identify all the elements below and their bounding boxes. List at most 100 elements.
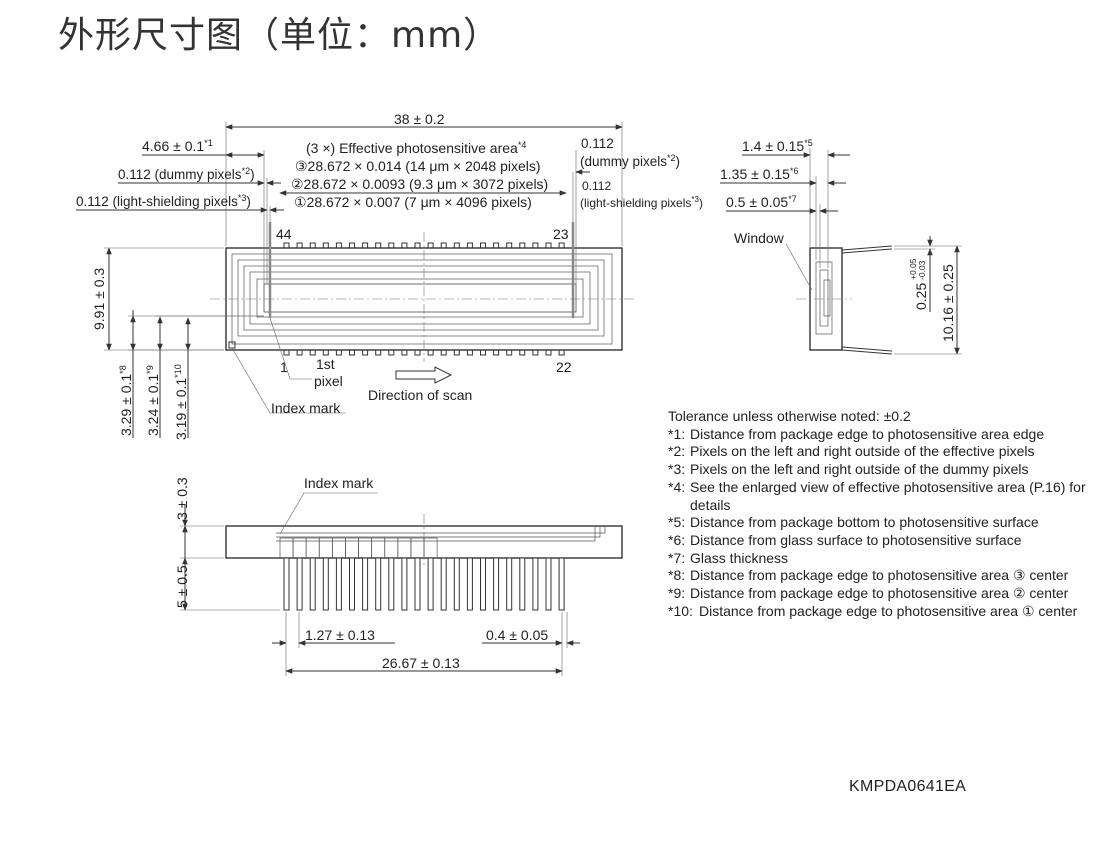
note-text: Pixels on the left and right outside of … — [690, 461, 1029, 478]
bottom-pin — [362, 349, 369, 356]
top-pin — [296, 242, 303, 249]
notes-list: Tolerance unless otherwise noted: ±0.2*1… — [668, 408, 1098, 620]
bottom-to-surface-label: 1.4 ± 0.15*5 — [742, 138, 813, 154]
bottom-pin — [309, 349, 316, 356]
scan-direction-arrow — [395, 366, 453, 384]
note-key: *5: — [668, 514, 686, 531]
glass-to-surface-label: 1.35 ± 0.15*6 — [720, 166, 798, 182]
note-text: Tolerance unless otherwise noted: ±0.2 — [668, 408, 911, 424]
side-view: 1.4 ± 0.15*5 1.35 ± 0.15*6 0.5 ± 0.05*7 … — [720, 138, 962, 355]
bottom-pin — [466, 349, 473, 356]
side-glass — [819, 269, 829, 327]
note-text: Pixels on the left and right outside of … — [690, 443, 1035, 460]
note-text: Distance from package edge to photosensi… — [690, 585, 1069, 602]
scan-direction-label: Direction of scan — [368, 387, 472, 403]
top-pin — [427, 242, 434, 249]
top-pin — [480, 242, 486, 249]
dummy-left-label: 0.112 (dummy pixels*2) — [118, 166, 255, 182]
note-key: *10: — [668, 602, 693, 619]
center-3-label: 3.29 ± 0.1*8 — [118, 365, 134, 436]
bottom-leads — [279, 537, 565, 611]
body-height-label: 3 ± 0.3 — [174, 477, 190, 520]
lead — [388, 557, 395, 611]
note-item: *1:Distance from package edge to photose… — [668, 426, 1098, 444]
shield-right-value: 0.112 — [582, 179, 611, 193]
note-key: *4: — [668, 478, 686, 495]
bottom-pin — [506, 349, 513, 356]
package-frame-4 — [249, 271, 591, 325]
bottom-pin — [427, 349, 434, 356]
note-key: *7: — [668, 549, 686, 566]
top-pin — [506, 242, 513, 249]
top-pins — [283, 242, 565, 249]
note-item: *2:Pixels on the left and right outside … — [668, 443, 1098, 461]
pin-44-label: 44 — [276, 226, 292, 242]
pin-22-label: 22 — [556, 359, 572, 375]
bottom-pin — [335, 349, 342, 356]
lead — [440, 557, 447, 611]
page-title: 外形尺寸图（单位：mm） — [58, 15, 501, 56]
note-item: *6:Distance from glass surface to photos… — [668, 532, 1098, 550]
note-key: *8: — [668, 567, 686, 584]
bottom-pin — [545, 349, 552, 356]
lead — [480, 557, 486, 611]
top-pin — [414, 242, 421, 249]
effective-area-row-1: ①28.672 × 0.007 (7 μm × 4096 pixels) — [294, 194, 532, 210]
bottom-pin — [296, 349, 303, 356]
top-pin — [322, 242, 329, 249]
top-pin — [466, 242, 473, 249]
top-pin — [388, 242, 395, 249]
bottom-pin — [283, 349, 290, 356]
top-pin — [335, 242, 342, 249]
bottom-index-mark-label: Index mark — [304, 475, 374, 491]
height-label: 9.91 ± 0.3 — [91, 268, 107, 330]
lead — [401, 557, 408, 611]
note-text: Distance from package bottom to photosen… — [690, 514, 1039, 531]
glass-thickness-label: 0.5 ± 0.05*7 — [726, 194, 797, 210]
lead — [414, 557, 421, 611]
lead — [296, 557, 303, 611]
lead — [335, 557, 342, 611]
pitch-label: 1.27 ± 0.13 — [305, 627, 375, 643]
note-key: *1: — [668, 425, 686, 442]
overall-width-label: 38 ± 0.2 — [394, 111, 445, 127]
lead — [349, 557, 355, 611]
top-pin — [440, 242, 447, 249]
top-pin — [309, 242, 316, 249]
top-pin — [493, 242, 500, 249]
note-text: See the enlarged view of effective photo… — [690, 478, 1086, 513]
note-key: *2: — [668, 443, 686, 460]
note-text: Distance from package edge to photosensi… — [690, 425, 1045, 442]
top-pin — [519, 242, 526, 249]
index-mark-label: Index mark — [271, 400, 341, 416]
dummy-right-label: (dummy pixels*2) — [580, 153, 680, 169]
lead — [545, 557, 552, 611]
lead — [519, 557, 526, 611]
pin-span-label: 26.67 ± 0.13 — [382, 655, 460, 671]
lead — [322, 557, 329, 611]
note-item: *9:Distance from package edge to photose… — [668, 585, 1098, 603]
lead — [309, 557, 316, 611]
first-pixel-label-1: 1st — [316, 356, 335, 372]
note-key: *6: — [668, 531, 686, 548]
bottom-pin — [349, 349, 355, 356]
note-item: *7:Glass thickness — [668, 550, 1098, 568]
edge-offset-label: 4.66 ± 0.1*1 — [142, 138, 213, 154]
effective-area-row-2: ②28.672 × 0.0093 (9.3 μm × 3072 pixels) — [291, 176, 548, 192]
dummy-right-value: 0.112 — [581, 136, 614, 151]
lead — [283, 557, 290, 611]
note-item: *3:Pixels on the left and right outside … — [668, 461, 1098, 479]
top-pin — [532, 242, 539, 249]
note-item: *5:Distance from package bottom to photo… — [668, 514, 1098, 532]
top-pin — [558, 242, 565, 249]
top-pin — [362, 242, 369, 249]
note-item: Tolerance unless otherwise noted: ±0.2 — [668, 408, 1098, 426]
lead — [362, 557, 369, 611]
effective-area-row-3: ③28.672 × 0.014 (14 μm × 2048 pixels) — [295, 158, 541, 174]
bottom-pin — [519, 349, 526, 356]
top-pin — [283, 242, 290, 249]
bottom-view: Index mark 3 ± 0.3 5 ± 0.5 1.27 ± 0.13 0… — [174, 475, 623, 676]
top-pin — [349, 242, 355, 249]
lead-bend — [423, 537, 438, 558]
